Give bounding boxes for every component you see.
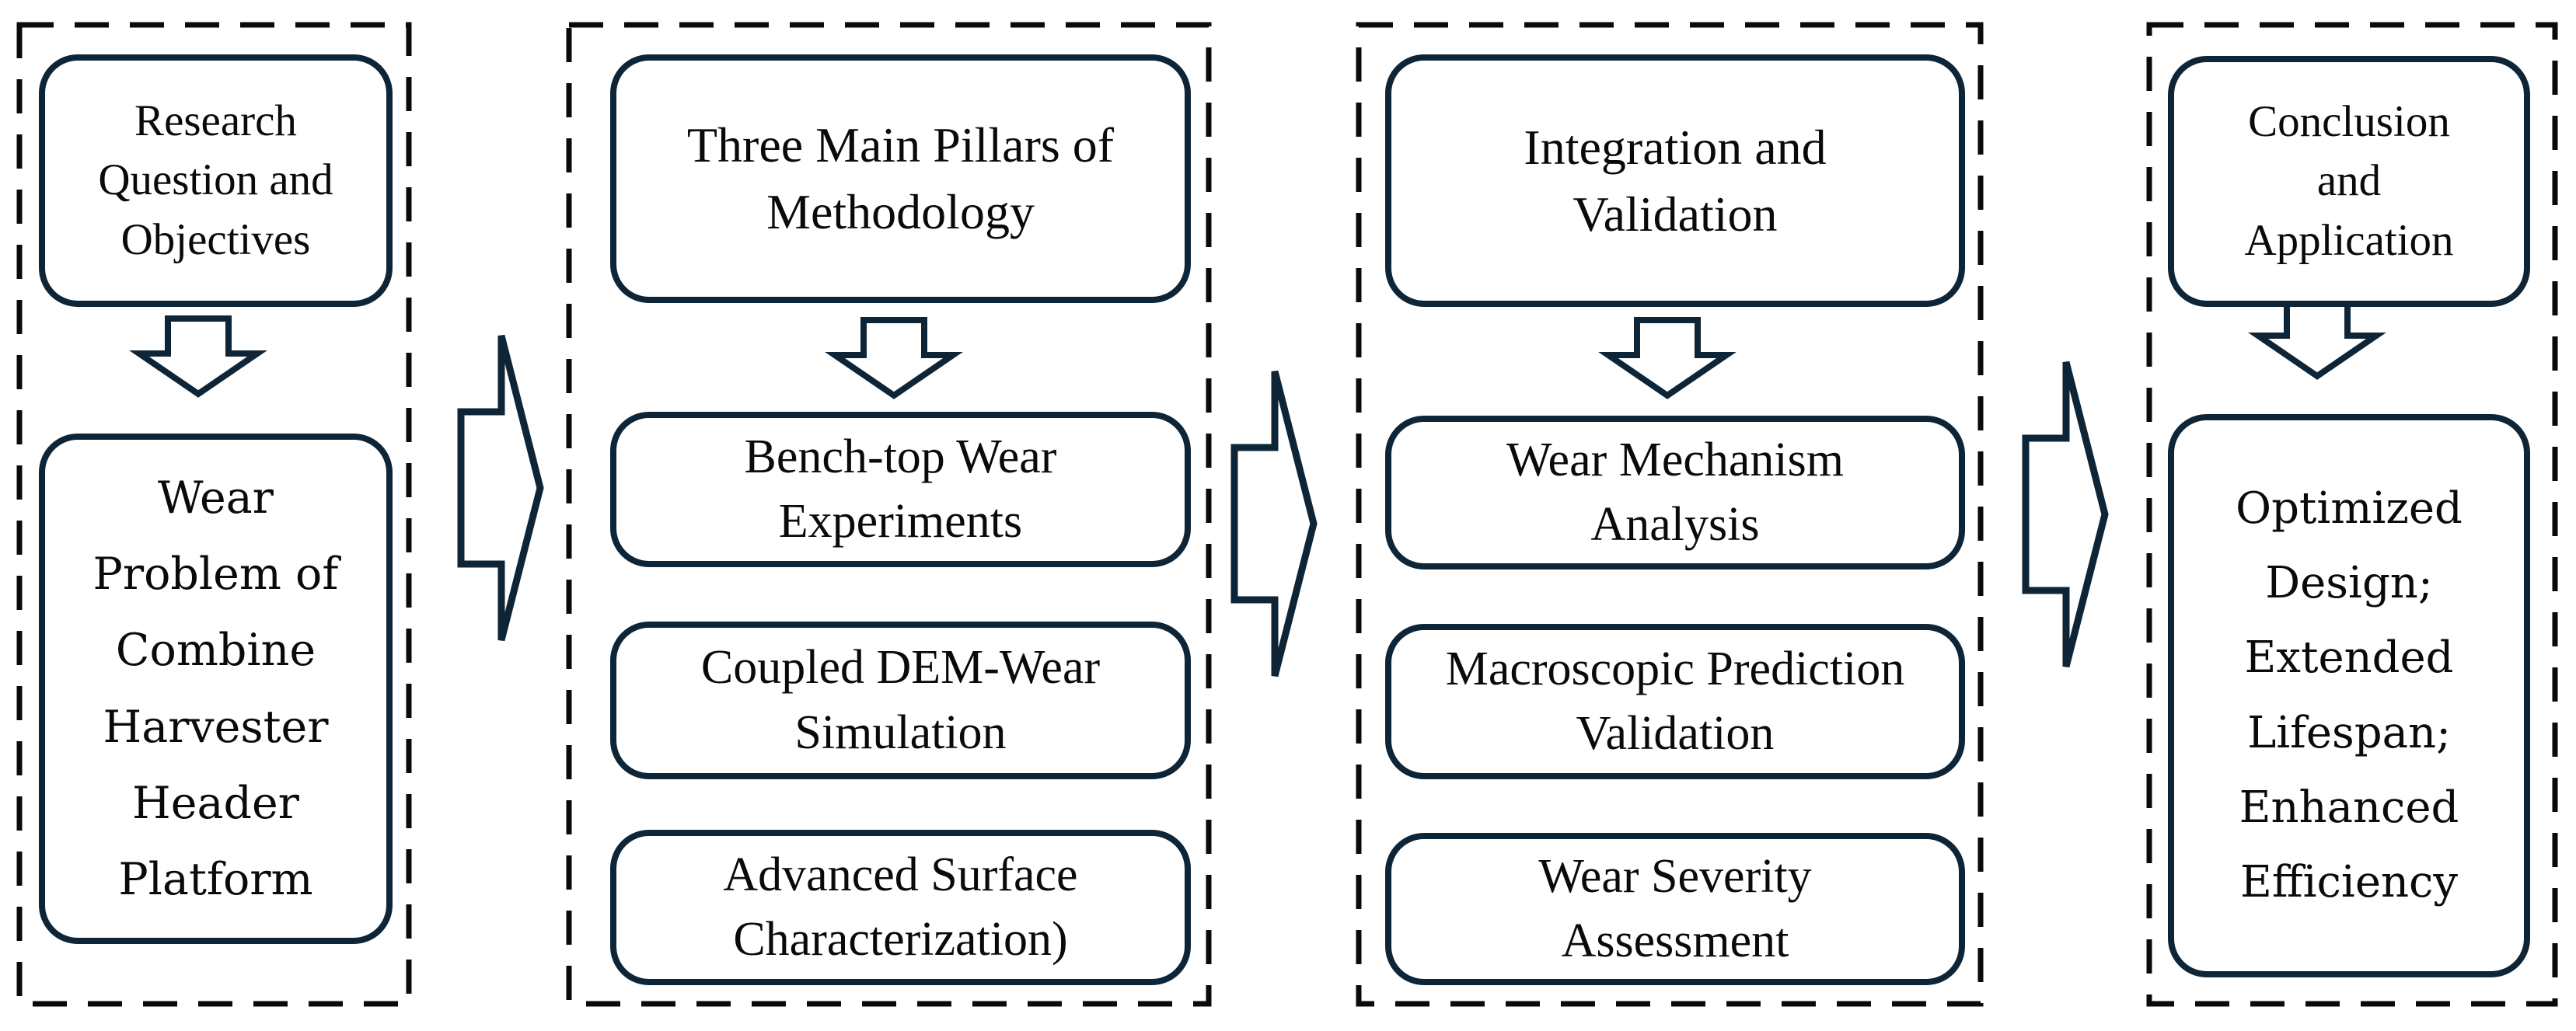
box-advanced-surface-characterization: Advanced Surface Characterization) — [610, 830, 1191, 985]
stage-3-dashed-frame — [1356, 22, 1984, 1007]
down-arrow-icon-stage1 — [129, 315, 267, 398]
box-macroscopic-prediction-validation: Macroscopic Prediction Validation — [1385, 624, 1965, 779]
box-research-question-objectives: Research Question and Objectives — [39, 54, 393, 307]
box-label: Macroscopic Prediction Validation — [1445, 642, 1905, 760]
down-arrow-icon-stage3 — [1598, 317, 1737, 399]
right-arrow-icon-stage3-to-stage4 — [2022, 361, 2109, 668]
box-label: Optimized Design; Extended Lifespan; Enh… — [2236, 482, 2463, 908]
right-arrow-icon-stage2-to-stage3 — [1230, 370, 1318, 677]
down-arrow-icon-stage4 — [2248, 298, 2386, 380]
box-label: Bench-top Wear Experiments — [744, 430, 1057, 548]
box-three-main-pillars: Three Main Pillars of Methodology — [610, 54, 1191, 303]
box-label: Three Main Pillars of Methodology — [686, 117, 1115, 239]
right-arrow-icon-stage1-to-stage2 — [457, 334, 544, 642]
box-label: Conclusion and Application — [2244, 96, 2454, 265]
box-wear-severity-assessment: Wear Severity Assessment — [1385, 833, 1965, 985]
box-label: Wear Severity Assessment — [1538, 849, 1812, 967]
stage-4-dashed-frame — [2146, 22, 2558, 1007]
box-label: Wear Mechanism Analysis — [1506, 433, 1844, 551]
box-coupled-dem-wear-simulation: Coupled DEM-Wear Simulation — [610, 622, 1191, 779]
box-conclusion-and-application: Conclusion and Application — [2168, 56, 2530, 307]
box-label: Wear Problem of Combine Harvester Header… — [92, 472, 339, 905]
box-label: Integration and Validation — [1524, 119, 1827, 242]
stage-1-dashed-frame — [16, 22, 412, 1007]
box-wear-mechanism-analysis: Wear Mechanism Analysis — [1385, 416, 1965, 569]
down-arrow-icon-stage2 — [825, 317, 963, 399]
box-wear-problem-header-platform: Wear Problem of Combine Harvester Header… — [39, 434, 393, 944]
box-label: Coupled DEM-Wear Simulation — [700, 641, 1101, 759]
box-label: Research Question and Objectives — [98, 96, 333, 264]
box-label: Advanced Surface Characterization) — [723, 848, 1078, 966]
stage-2-dashed-frame — [566, 22, 1212, 1007]
box-optimized-design-outcomes: Optimized Design; Extended Lifespan; Enh… — [2168, 414, 2530, 977]
box-bench-top-wear-experiments: Bench-top Wear Experiments — [610, 412, 1191, 567]
box-integration-and-validation: Integration and Validation — [1385, 54, 1965, 307]
